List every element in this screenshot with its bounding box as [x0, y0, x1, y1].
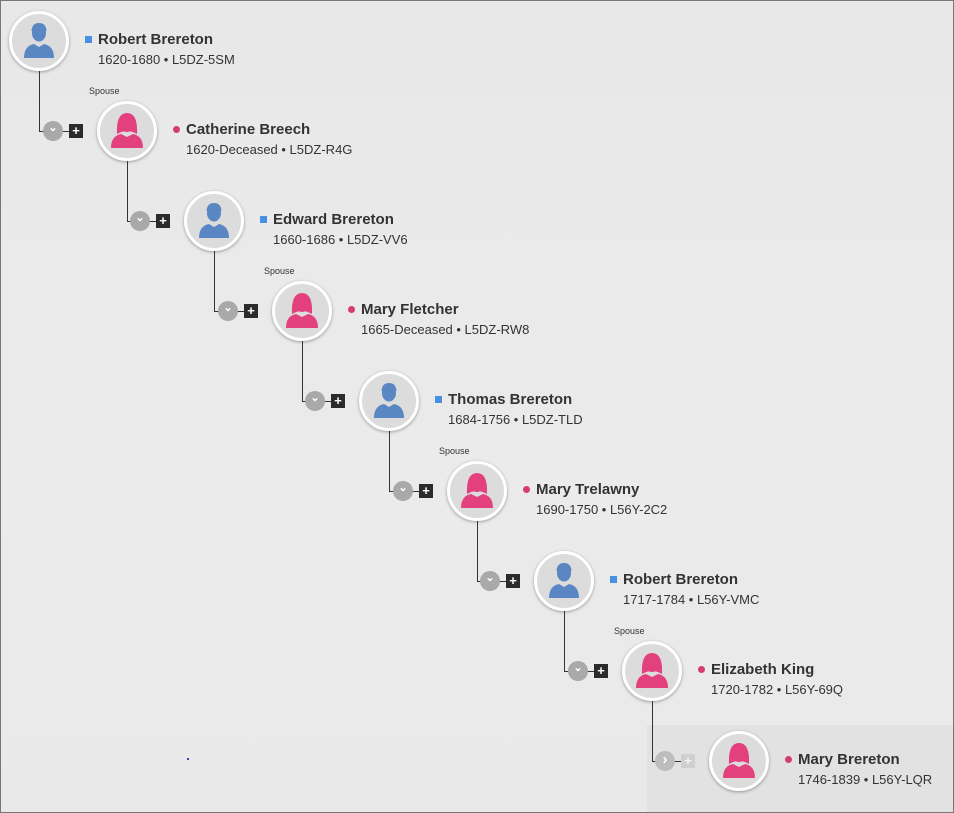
- plus-icon[interactable]: +: [419, 484, 433, 498]
- female-gender-icon: [173, 126, 180, 133]
- person-name[interactable]: Mary Brereton: [798, 751, 900, 768]
- chevron-right-icon[interactable]: ›: [655, 751, 675, 771]
- chevron-down-icon[interactable]: ⌄: [568, 661, 588, 681]
- male-avatar-icon[interactable]: [359, 371, 419, 431]
- female-avatar-icon[interactable]: [272, 281, 332, 341]
- person-name[interactable]: Robert Brereton: [98, 31, 214, 48]
- female-avatar-icon[interactable]: [709, 731, 769, 791]
- stray-pixel: [187, 758, 189, 760]
- male-avatar-icon[interactable]: [534, 551, 594, 611]
- male-avatar-icon[interactable]: [184, 191, 244, 251]
- plus-icon[interactable]: +: [69, 124, 83, 138]
- person-name[interactable]: Edward Brereton: [273, 211, 394, 228]
- person-name[interactable]: Elizabeth King: [711, 661, 815, 678]
- spouse-label: Spouse: [614, 626, 645, 636]
- chevron-down-icon[interactable]: ⌄: [305, 391, 325, 411]
- person-lifespan-id: 1660-1686 • L5DZ-VV6: [273, 232, 408, 247]
- tree-connector-line: [652, 701, 653, 761]
- chevron-down-icon[interactable]: ⌄: [218, 301, 238, 321]
- female-avatar-icon[interactable]: [447, 461, 507, 521]
- tree-connector-line: [39, 71, 40, 131]
- male-gender-icon: [260, 216, 267, 223]
- tree-connector-line: [302, 341, 303, 401]
- person-name[interactable]: Mary Trelawny: [536, 481, 640, 498]
- person-name[interactable]: Mary Fletcher: [361, 301, 459, 318]
- tree-connector-line: [477, 521, 478, 581]
- spouse-label: Spouse: [89, 86, 120, 96]
- person-name[interactable]: Catherine Breech: [186, 121, 311, 138]
- female-avatar-icon[interactable]: [97, 101, 157, 161]
- female-gender-icon: [698, 666, 705, 673]
- tree-connector-line: [389, 431, 390, 491]
- male-gender-icon: [610, 576, 617, 583]
- male-gender-icon: [435, 396, 442, 403]
- plus-icon[interactable]: +: [681, 754, 695, 768]
- person-lifespan-id: 1690-1750 • L56Y-2C2: [536, 502, 668, 517]
- chevron-down-icon[interactable]: ⌄: [130, 211, 150, 231]
- male-gender-icon: [85, 36, 92, 43]
- female-gender-icon: [348, 306, 355, 313]
- person-lifespan-id: 1620-1680 • L5DZ-5SM: [98, 52, 235, 67]
- selected-person-highlight: [647, 725, 953, 812]
- person-lifespan-id: 1720-1782 • L56Y-69Q: [711, 682, 844, 697]
- spouse-label: Spouse: [439, 446, 470, 456]
- plus-icon[interactable]: +: [506, 574, 520, 588]
- male-avatar-icon[interactable]: [9, 11, 69, 71]
- person-name[interactable]: Thomas Brereton: [448, 391, 573, 408]
- female-avatar-icon[interactable]: [622, 641, 682, 701]
- person-lifespan-id: 1684-1756 • L5DZ-TLD: [448, 412, 583, 427]
- plus-icon[interactable]: +: [156, 214, 170, 228]
- plus-icon[interactable]: +: [244, 304, 258, 318]
- person-lifespan-id: 1620-Deceased • L5DZ-R4G: [186, 142, 353, 157]
- person-lifespan-id: 1665-Deceased • L5DZ-RW8: [361, 322, 530, 337]
- plus-icon[interactable]: +: [594, 664, 608, 678]
- tree-connector-line: [214, 251, 215, 311]
- person-lifespan-id: 1717-1784 • L56Y-VMC: [623, 592, 760, 607]
- spouse-label: Spouse: [264, 266, 295, 276]
- female-gender-icon: [785, 756, 792, 763]
- chevron-down-icon[interactable]: ⌄: [43, 121, 63, 141]
- person-lifespan-id: 1746-1839 • L56Y-LQR: [798, 772, 933, 787]
- chevron-down-icon[interactable]: ⌄: [480, 571, 500, 591]
- female-gender-icon: [523, 486, 530, 493]
- tree-connector-line: [127, 161, 128, 221]
- tree-connector-line: [564, 611, 565, 671]
- chevron-down-icon[interactable]: ⌄: [393, 481, 413, 501]
- person-name[interactable]: Robert Brereton: [623, 571, 739, 588]
- plus-icon[interactable]: +: [331, 394, 345, 408]
